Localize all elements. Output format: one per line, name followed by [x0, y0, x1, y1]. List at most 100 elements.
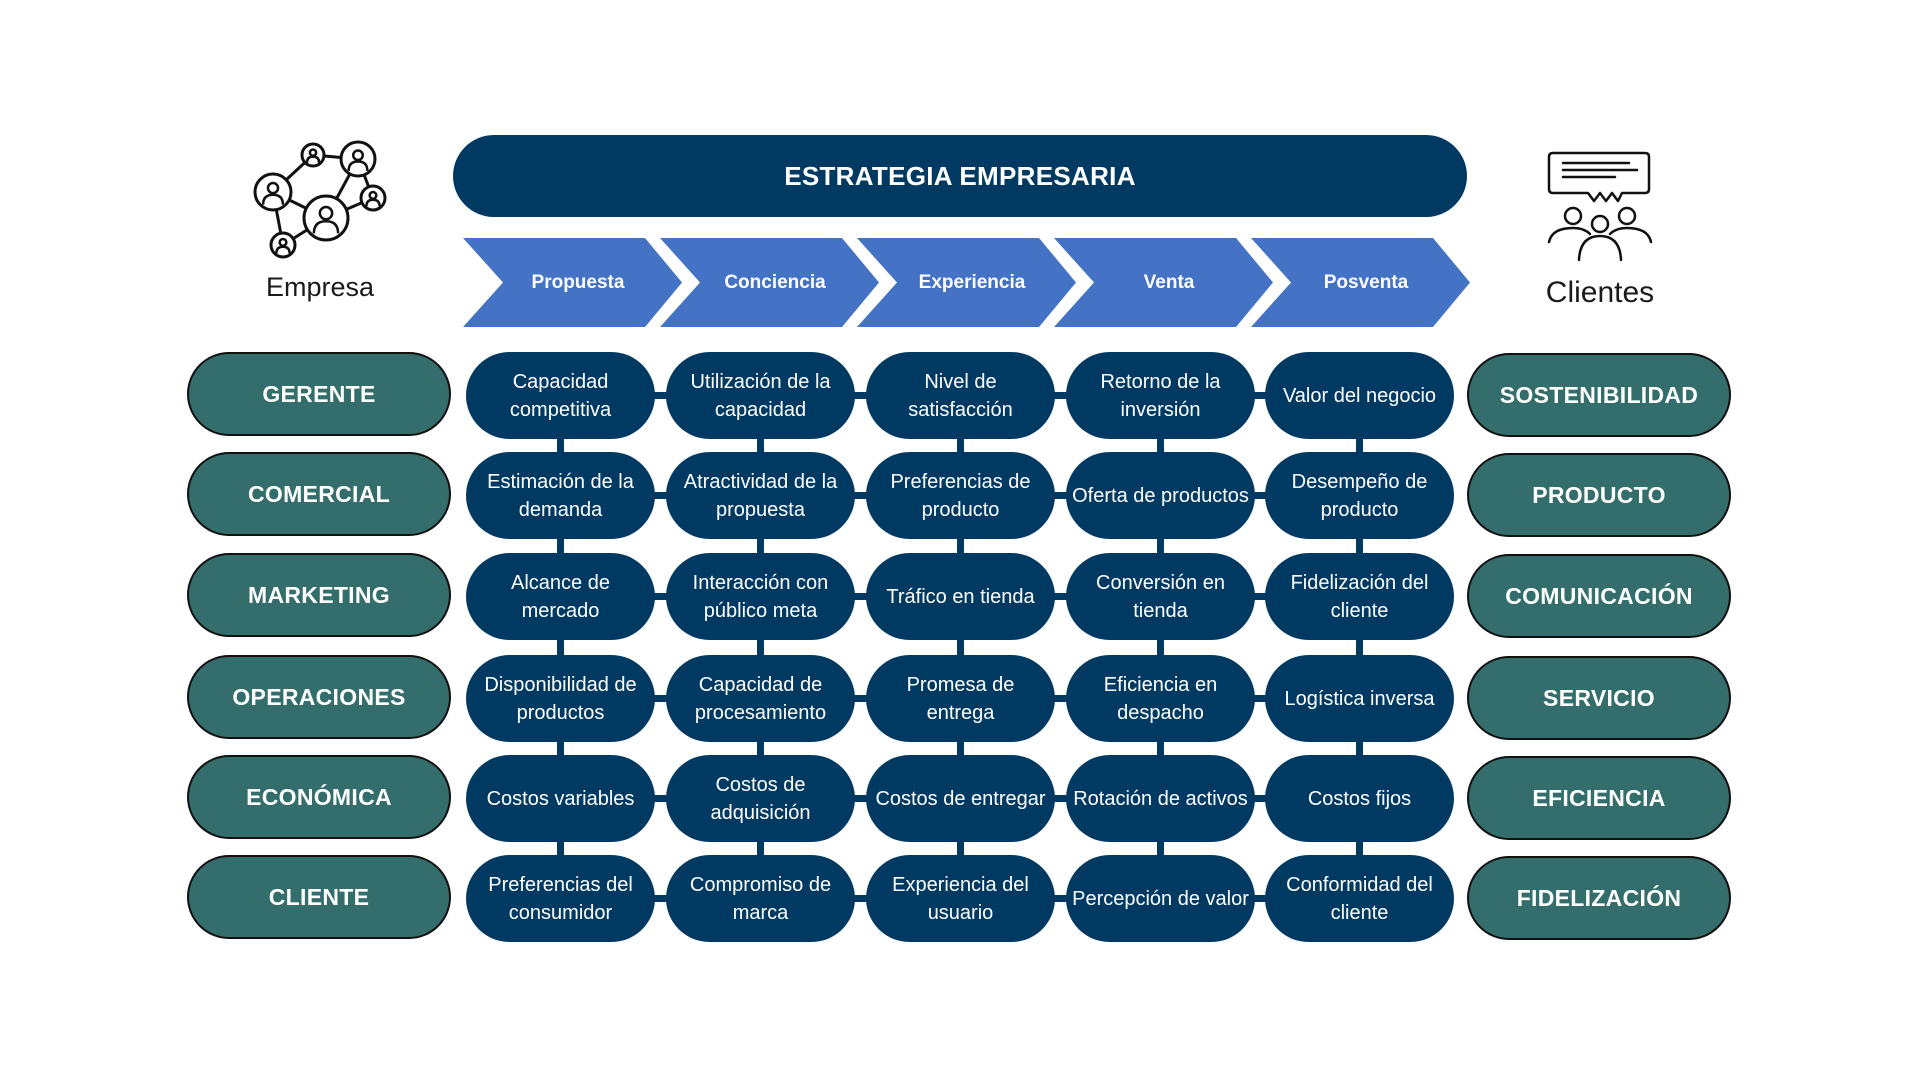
horizontal-connector	[1051, 492, 1070, 499]
horizontal-connector	[851, 795, 870, 802]
horizontal-connector	[851, 695, 870, 702]
dimension-label-5: FIDELIZACIÓN	[1467, 856, 1731, 940]
metric-cell: Estimación de la demanda	[466, 452, 655, 539]
horizontal-connector	[1051, 795, 1070, 802]
metric-cell: Costos de entregar	[866, 755, 1055, 842]
metric-cell: Costos de adquisición	[666, 755, 855, 842]
metric-cell: Retorno de la inversión	[1066, 352, 1255, 439]
vertical-connector	[757, 840, 764, 857]
vertical-connector	[757, 437, 764, 454]
vertical-connector	[557, 537, 564, 555]
horizontal-connector	[1051, 392, 1070, 399]
role-label-5: CLIENTE	[187, 855, 451, 939]
stage-chevron-5: Posventa	[1251, 238, 1471, 327]
vertical-connector	[1157, 537, 1164, 555]
vertical-connector	[1356, 638, 1363, 657]
stage-chevron-2: Conciencia	[660, 238, 880, 327]
role-label-4: ECONÓMICA	[187, 755, 451, 839]
horizontal-connector	[851, 492, 870, 499]
vertical-connector	[1356, 537, 1363, 555]
metric-cell: Valor del negocio	[1265, 352, 1454, 439]
stage-chevron-3: Experiencia	[857, 238, 1077, 327]
horizontal-connector	[651, 593, 670, 600]
horizontal-connector	[1251, 895, 1269, 902]
metric-cell: Costos fijos	[1265, 755, 1454, 842]
horizontal-connector	[1251, 795, 1269, 802]
role-label-1: COMERCIAL	[187, 452, 451, 536]
metric-cell: Atractividad de la propuesta	[666, 452, 855, 539]
horizontal-connector	[1051, 695, 1070, 702]
horizontal-connector	[1251, 695, 1269, 702]
vertical-connector	[757, 740, 764, 757]
vertical-connector	[757, 638, 764, 657]
vertical-connector	[957, 437, 964, 454]
horizontal-connector	[651, 795, 670, 802]
vertical-connector	[1356, 840, 1363, 857]
vertical-connector	[1356, 437, 1363, 454]
metric-cell: Fidelización del cliente	[1265, 553, 1454, 640]
metric-cell: Conversión en tienda	[1066, 553, 1255, 640]
metric-cell: Interacción con público meta	[666, 553, 855, 640]
vertical-connector	[557, 840, 564, 857]
horizontal-connector	[651, 492, 670, 499]
metric-cell: Experiencia del usuario	[866, 855, 1055, 942]
clientes-label: Clientes	[1545, 276, 1655, 309]
vertical-connector	[957, 840, 964, 857]
vertical-connector	[957, 537, 964, 555]
horizontal-connector	[851, 392, 870, 399]
horizontal-connector	[651, 695, 670, 702]
metric-cell: Compromiso de marca	[666, 855, 855, 942]
strategy-banner: ESTRATEGIA EMPRESARIA	[453, 135, 1467, 217]
horizontal-connector	[651, 895, 670, 902]
metric-cell: Rotación de activos	[1066, 755, 1255, 842]
metric-cell: Alcance de mercado	[466, 553, 655, 640]
metric-cell: Preferencias de producto	[866, 452, 1055, 539]
metric-cell: Capacidad competitiva	[466, 352, 655, 439]
stage-label: Posventa	[1323, 271, 1409, 293]
metric-cell: Tráfico en tienda	[866, 553, 1055, 640]
dimension-label-0: SOSTENIBILIDAD	[1467, 353, 1731, 437]
vertical-connector	[557, 740, 564, 757]
metric-cell: Percepción de valor	[1066, 855, 1255, 942]
vertical-connector	[1157, 840, 1164, 857]
horizontal-connector	[851, 593, 870, 600]
vertical-connector	[557, 638, 564, 657]
stage-chevron-1: Propuesta	[463, 238, 683, 327]
metric-cell: Costos variables	[466, 755, 655, 842]
dimension-label-1: PRODUCTO	[1467, 453, 1731, 537]
stage-label: Conciencia	[724, 271, 826, 293]
vertical-connector	[1157, 437, 1164, 454]
stage-label: Venta	[1143, 271, 1195, 293]
role-label-3: OPERACIONES	[187, 655, 451, 739]
horizontal-connector	[1251, 492, 1269, 499]
horizontal-connector	[1051, 895, 1070, 902]
role-label-0: GERENTE	[187, 352, 451, 436]
vertical-connector	[1356, 740, 1363, 757]
horizontal-connector	[1251, 593, 1269, 600]
horizontal-connector	[851, 895, 870, 902]
horizontal-connector	[651, 392, 670, 399]
metric-cell: Logística inversa	[1265, 655, 1454, 742]
dimension-label-4: EFICIENCIA	[1467, 756, 1731, 840]
stage-label: Propuesta	[531, 271, 625, 293]
vertical-connector	[1157, 740, 1164, 757]
metric-cell: Eficiencia en despacho	[1066, 655, 1255, 742]
metric-cell: Promesa de entrega	[866, 655, 1055, 742]
role-label-2: MARKETING	[187, 553, 451, 637]
metric-cell: Disponibilidad de productos	[466, 655, 655, 742]
metric-cell: Conformidad del cliente	[1265, 855, 1454, 942]
vertical-connector	[957, 740, 964, 757]
metric-cell: Preferencias del consumidor	[466, 855, 655, 942]
metric-cell: Desempeño de producto	[1265, 452, 1454, 539]
vertical-connector	[1157, 638, 1164, 657]
metric-cell: Nivel de satisfacción	[866, 352, 1055, 439]
stage-chevron-4: Venta	[1054, 238, 1274, 327]
dimension-label-3: SERVICIO	[1467, 656, 1731, 740]
stage-label: Experiencia	[918, 271, 1026, 293]
horizontal-connector	[1051, 593, 1070, 600]
horizontal-connector	[1251, 392, 1269, 399]
vertical-connector	[957, 638, 964, 657]
clientes-audience-icon	[1545, 150, 1655, 265]
vertical-connector	[557, 437, 564, 454]
empresa-label: Empresa	[265, 272, 375, 302]
